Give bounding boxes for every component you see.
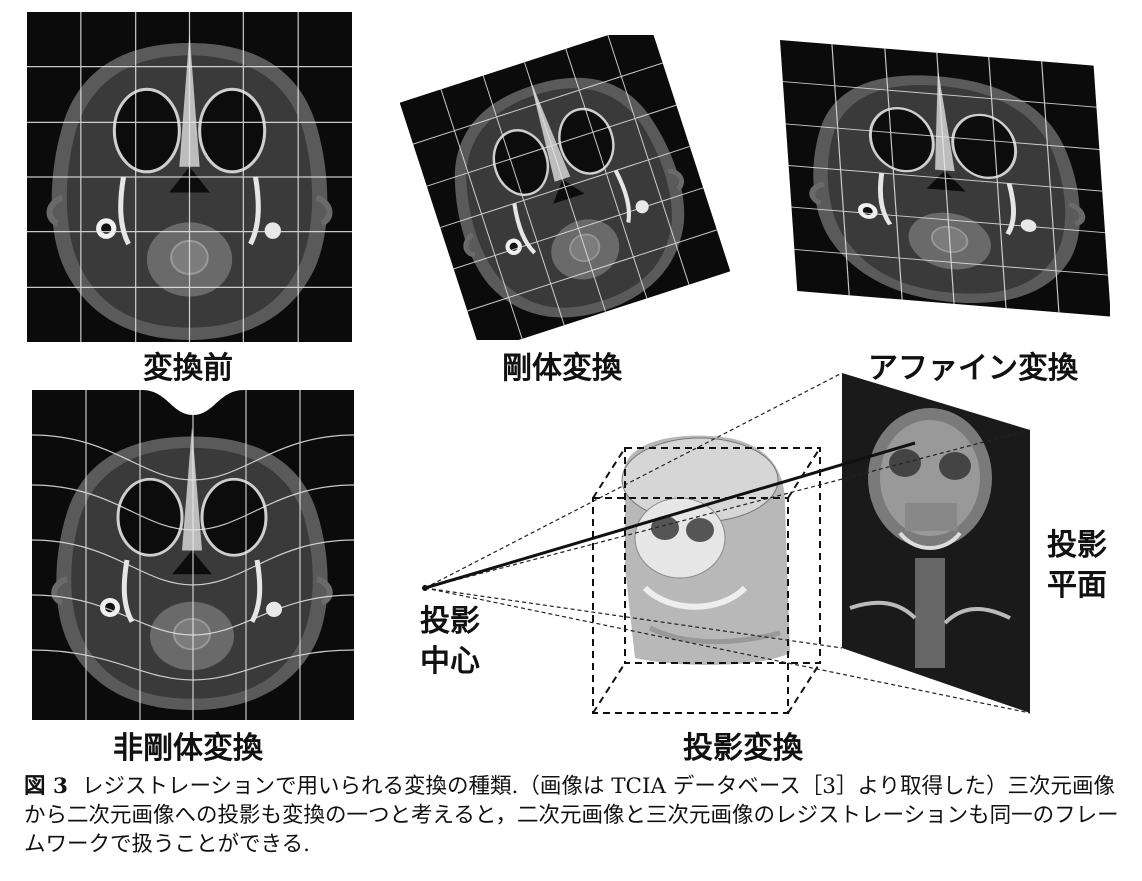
label-projection: 投影変換 [683, 731, 803, 766]
ct-original-image [27, 12, 352, 342]
projection-plane-image [842, 373, 1030, 713]
caption-text: レジストレーションで用いられる変換の種類.（画像は TCIA データベース［3］… [24, 774, 1119, 857]
projection-diagram [422, 372, 1031, 714]
ct-rigid-image [400, 35, 730, 340]
label-affine: アファイン変換 [868, 351, 1078, 386]
ct-nonrigid-image [32, 390, 354, 720]
label-nonrigid: 非剛体変換 [113, 731, 263, 766]
label-original: 変換前 [143, 351, 233, 386]
ct-volume-render [621, 435, 790, 665]
label-projection-center-2: 中心 [420, 644, 480, 679]
label-rigid: 剛体変換 [502, 351, 622, 386]
label-projection-plane-2: 平面 [1047, 568, 1107, 603]
ct-affine-image [780, 40, 1110, 318]
label-projection-plane-1: 投影 [1047, 528, 1107, 563]
label-projection-center-1: 投影 [420, 604, 480, 639]
figure-number: 図 3 [24, 774, 68, 799]
